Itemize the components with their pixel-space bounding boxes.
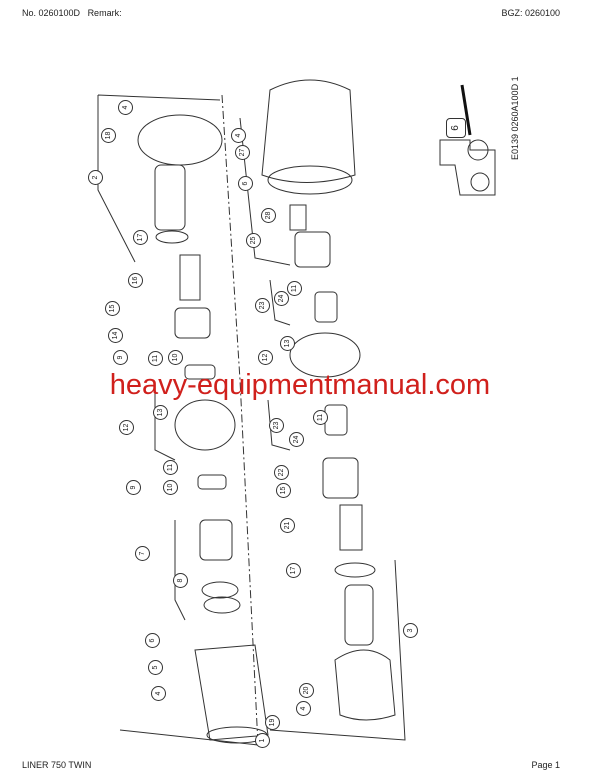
guard-tube <box>154 164 186 231</box>
callout-number: 13 <box>280 336 295 351</box>
callout-number: 6 <box>145 633 160 648</box>
callout-number: 23 <box>269 418 284 433</box>
document-number: No. 0260100D Remark: <box>22 8 122 18</box>
callout-number: 4 <box>118 100 133 115</box>
callout-number: 24 <box>274 291 289 306</box>
model-name: LINER 750 TWIN <box>22 760 92 770</box>
group-bracket <box>269 559 406 741</box>
group-bracket <box>97 94 221 263</box>
callout-number: 4 <box>151 686 166 701</box>
callout-number: 17 <box>286 563 301 578</box>
bearing-ring <box>334 562 376 578</box>
group-bracket <box>174 520 186 621</box>
callout-number: 20 <box>299 683 314 698</box>
callout-number: 12 <box>119 420 134 435</box>
guard-ring <box>267 165 353 195</box>
cross-kit <box>197 474 227 490</box>
callout-number: 14 <box>108 328 123 343</box>
shear-bolt-rod <box>460 84 472 136</box>
callout-number: 28 <box>261 208 276 223</box>
yoke <box>294 231 331 268</box>
group-bracket <box>239 117 291 266</box>
cross-kit <box>314 291 338 323</box>
callout-number: 3 <box>403 623 418 638</box>
callout-number: 25 <box>246 233 261 248</box>
callout-number: 21 <box>280 518 295 533</box>
cross-kit <box>184 364 216 380</box>
callout-number: 22 <box>274 465 289 480</box>
tractor-inset <box>439 139 496 196</box>
bellows-guard <box>334 649 396 721</box>
drawing-code: E0139 0260A100D 1 <box>510 76 520 160</box>
callout-number: 10 <box>168 350 183 365</box>
division-line <box>221 94 259 746</box>
yoke <box>322 457 359 499</box>
callout-number: 27 <box>235 145 250 160</box>
callout-number: 19 <box>265 715 280 730</box>
callout-number: 9 <box>113 350 128 365</box>
callout-number: 13 <box>153 405 168 420</box>
callout-number: 1 <box>255 733 270 748</box>
guard-cone <box>137 114 223 166</box>
callout-number: 15 <box>105 301 120 316</box>
yoke <box>199 519 233 561</box>
callout-number: 7 <box>135 546 150 561</box>
watermark: heavy-equipmentmanual.com <box>109 369 491 401</box>
seal-ring <box>203 596 241 614</box>
callout-number: 5 <box>148 660 163 675</box>
callout-number: 9 <box>126 480 141 495</box>
page-number: Page 1 <box>531 760 560 770</box>
callout-number: 17 <box>133 230 148 245</box>
wide-angle-joint <box>174 399 236 451</box>
bellows-guard <box>261 79 356 183</box>
guard-tube <box>344 584 374 646</box>
callout-number: 2 <box>88 170 103 185</box>
callout-number: 6 <box>238 176 253 191</box>
pin <box>289 204 307 231</box>
bgz-number: BGZ: 0260100 <box>501 8 560 18</box>
group-bracket <box>267 399 291 451</box>
callout-number: 24 <box>289 432 304 447</box>
bearing-ring <box>155 230 189 244</box>
callout-number: 11 <box>148 351 163 366</box>
profile-tube <box>179 254 201 301</box>
callout-number: 15 <box>276 483 291 498</box>
wide-angle-joint <box>289 332 361 378</box>
group-bracket <box>269 279 291 326</box>
callout-number: 11 <box>163 460 178 475</box>
remark-label: Remark: <box>87 8 122 18</box>
callout-number: 8 <box>173 573 188 588</box>
yoke <box>174 307 211 339</box>
seal-ring <box>201 581 239 599</box>
profile-tube <box>339 504 363 551</box>
callout-number: 4 <box>296 701 311 716</box>
inset-callout: 6 <box>446 118 466 138</box>
callout-number: 18 <box>101 128 116 143</box>
doc-no: No. 0260100D <box>22 8 81 18</box>
callout-number: 4 <box>231 128 246 143</box>
callout-number: 23 <box>255 298 270 313</box>
pto-stub <box>470 172 490 192</box>
pto-stub <box>467 139 489 161</box>
callout-number: 11 <box>287 281 302 296</box>
callout-number: 12 <box>258 350 273 365</box>
cross-kit <box>324 404 348 436</box>
callout-number: 11 <box>313 410 328 425</box>
callout-number: 10 <box>163 480 178 495</box>
callout-number: 16 <box>128 273 143 288</box>
